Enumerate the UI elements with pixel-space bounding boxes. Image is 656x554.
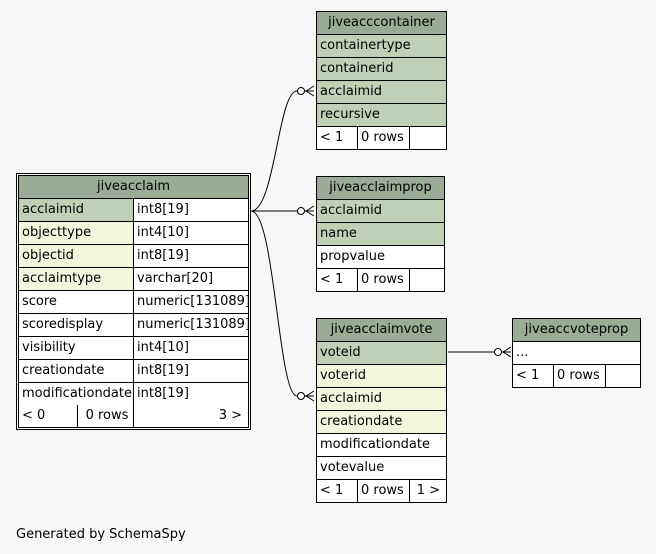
column-type: varchar[20] <box>133 268 248 290</box>
edge-end-circle <box>297 87 305 95</box>
table-row: visibility int4[10] <box>19 337 248 360</box>
table-header[interactable]: jiveacclaimprop <box>317 177 444 200</box>
table-header[interactable]: jiveacccontainer <box>317 12 446 35</box>
generated-by-caption: Generated by SchemaSpy <box>16 527 186 542</box>
parents-count[interactable]: < 1 <box>320 272 344 287</box>
edge-end-circle <box>297 392 305 400</box>
children-count <box>409 127 446 149</box>
children-count[interactable]: 1 > <box>409 480 446 502</box>
parents-count[interactable]: < 0 <box>22 408 46 423</box>
table-jiveaccvoteprop[interactable]: jiveaccvoteprop ... < 1 0 rows <box>512 318 641 388</box>
column-name: acclaimid <box>320 391 382 406</box>
table-jiveacclaim[interactable]: jiveacclaim acclaimid int8[19] objecttype i… <box>16 173 251 430</box>
column-name: name <box>320 226 357 241</box>
column-name: acclaimid <box>22 202 84 217</box>
column-name: propvalue <box>320 249 386 264</box>
row-count: 0 rows <box>357 480 409 502</box>
table-jiveacclaimprop[interactable]: jiveacclaimprop acclaimid name propvalue… <box>316 176 445 292</box>
table-row: objectid int8[19] <box>19 245 248 268</box>
column-name: modificationdate <box>22 386 132 401</box>
row-count: 0 rows <box>357 127 409 149</box>
row-count: 0 rows <box>357 269 409 291</box>
column-name: objectid <box>22 248 74 263</box>
edge-acclaim-acclaimvote <box>250 210 314 397</box>
column-name: voterid <box>320 368 366 383</box>
column-name: objecttype <box>22 225 92 240</box>
table-jiveacclaimvote[interactable]: jiveacclaimvote voteid voterid acclaimid… <box>316 318 447 503</box>
table-footer: < 0 0 rows 3 > <box>19 405 248 427</box>
column-type: int8[19] <box>133 383 248 405</box>
column-type: numeric[131089] <box>133 314 248 336</box>
column-type: int8[19] <box>133 245 248 267</box>
column-name: votevalue <box>320 460 385 475</box>
table-row: acclaimtype varchar[20] <box>19 268 248 291</box>
column-name: creationdate <box>320 414 403 429</box>
table-footer: < 1 0 rows <box>317 269 444 291</box>
column-name: modificationdate <box>320 437 430 452</box>
column-name: creationdate <box>22 363 105 378</box>
parents-count[interactable]: < 1 <box>320 483 344 498</box>
table-jiveacccontainer[interactable]: jiveacccontainer containertype container… <box>316 11 447 150</box>
column-type: numeric[131089] <box>133 291 248 313</box>
column-name: score <box>22 294 57 309</box>
table-header[interactable]: jiveaccvoteprop <box>513 319 640 342</box>
parents-count[interactable]: < 1 <box>516 368 540 383</box>
table-row: scoredisplay numeric[131089] <box>19 314 248 337</box>
table-header[interactable]: jiveacclaim <box>19 176 248 199</box>
column-name: recursive <box>320 107 380 122</box>
edge-end-circle <box>494 348 502 356</box>
row-count: 0 rows <box>553 365 605 387</box>
column-type: int4[10] <box>133 337 248 359</box>
table-footer: < 1 0 rows 1 > <box>317 480 446 502</box>
column-type: int4[10] <box>133 222 248 244</box>
edge-end-circle <box>297 207 305 215</box>
column-name: visibility <box>22 340 76 355</box>
column-type: int8[19] <box>133 360 248 382</box>
column-name: ... <box>516 345 529 360</box>
column-name: acclaimid <box>320 84 382 99</box>
table-row: acclaimid int8[19] <box>19 199 248 222</box>
row-count: 0 rows <box>77 405 133 427</box>
column-name: voteid <box>320 345 361 360</box>
column-name: acclaimtype <box>22 271 102 286</box>
edge-acclaim-acccontainer <box>250 90 314 212</box>
children-count[interactable]: 3 > <box>133 405 248 427</box>
children-count <box>605 365 640 387</box>
column-name: containerid <box>320 61 394 76</box>
table-row: creationdate int8[19] <box>19 360 248 383</box>
table-row: score numeric[131089] <box>19 291 248 314</box>
parents-count[interactable]: < 1 <box>320 130 344 145</box>
children-count <box>409 269 444 291</box>
table-footer: < 1 0 rows <box>317 127 446 149</box>
table-header[interactable]: jiveacclaimvote <box>317 319 446 342</box>
column-name: containertype <box>320 38 411 53</box>
column-name: acclaimid <box>320 203 382 218</box>
column-name: scoredisplay <box>22 317 104 332</box>
column-type: int8[19] <box>133 199 248 221</box>
table-row: objecttype int4[10] <box>19 222 248 245</box>
table-footer: < 1 0 rows <box>513 365 640 387</box>
